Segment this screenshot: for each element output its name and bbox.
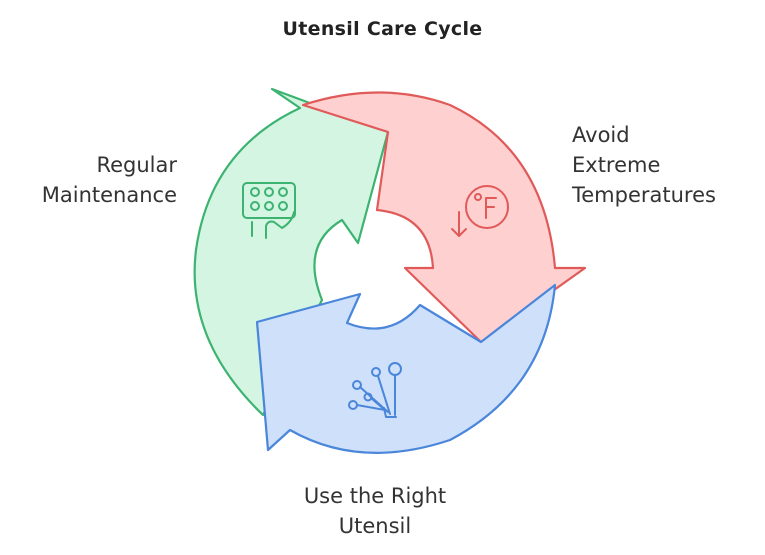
- cleaning-brush-icon: [242, 182, 296, 239]
- step-label-line: Regular: [96, 153, 177, 177]
- step-label-line: Use the Right: [303, 484, 447, 508]
- diagram-title: Utensil Care Cycle: [282, 18, 483, 40]
- step-label-maintenance: Regular Maintenance: [42, 150, 177, 210]
- temperature-down-icon: [451, 185, 509, 237]
- step-label-line: Avoid: [572, 123, 630, 147]
- step-label-line: Temperatures: [572, 183, 716, 207]
- step-label-temperature: Avoid Extreme Temperatures: [572, 120, 716, 210]
- step-label-line: Extreme: [572, 153, 661, 177]
- step-label-line: Maintenance: [41, 183, 177, 207]
- step-label-line: Utensil: [338, 514, 412, 538]
- cycle-segment-utensil: [255, 283, 557, 454]
- utensil-set-icon: [348, 362, 402, 418]
- cycle-segment-maintenance: [193, 87, 390, 417]
- cycle-segment-temperature: [301, 91, 587, 344]
- step-label-utensil: Use the Right Utensil: [250, 481, 500, 541]
